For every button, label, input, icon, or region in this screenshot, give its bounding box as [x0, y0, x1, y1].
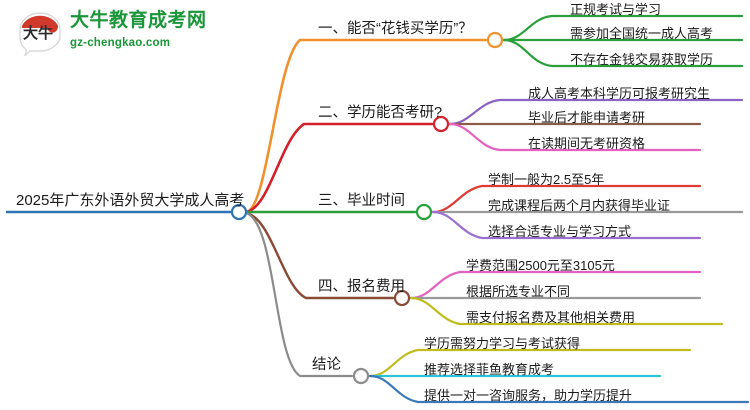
branch-label-5[interactable]: 结论	[312, 357, 341, 373]
branch-node-circle-4[interactable]	[393, 289, 411, 307]
leaf-label-1-3[interactable]: 不存在金钱交易获取学历	[570, 52, 714, 67]
branch-node-circle-1[interactable]	[486, 31, 504, 49]
branch-label-3[interactable]: 三、毕业时间	[318, 193, 405, 209]
branch-trunk-4	[244, 211, 395, 300]
leaf-label-3-1[interactable]: 学制一般为2.5至5年	[488, 172, 605, 187]
branch-trunk-2	[244, 122, 434, 214]
leaf-label-5-1[interactable]: 学历需努力学习与考试获得	[424, 336, 581, 351]
logo-subtitle: gz-chengkao.com	[70, 37, 171, 49]
branch-node-circle-2[interactable]	[432, 115, 450, 133]
leaf-label-3-3[interactable]: 选择合适专业与学习方式	[488, 224, 632, 239]
leaf-label-2-2[interactable]: 毕业后才能申请考研	[528, 110, 646, 125]
svg-text:大牛: 大牛	[23, 24, 53, 42]
leaf-connector-3-3	[431, 210, 702, 240]
logo-title: 大牛教育成考网	[70, 10, 207, 31]
leaf-label-2-3[interactable]: 在读期间无考研资格	[528, 136, 646, 151]
leaf-label-2-1[interactable]: 成人高考本科学历可报考研究生	[528, 86, 711, 101]
leaf-connector-1-3	[502, 38, 744, 68]
branch-trunk-5	[244, 211, 354, 378]
leaf-label-4-1[interactable]: 学费范围2500元至3105元	[466, 258, 615, 273]
branch-node-circle-3[interactable]	[415, 203, 433, 221]
site-logo: 大牛 大牛教育成考网 gz-chengkao.com	[14, 8, 244, 62]
branch-node-circle-5[interactable]	[352, 367, 370, 385]
leaf-label-5-3[interactable]: 提供一对一咨询服务，助力学历提升	[424, 388, 633, 403]
root-node-circle[interactable]	[230, 203, 248, 221]
branch-label-4[interactable]: 四、报名费用	[318, 279, 405, 295]
branch-label-2[interactable]: 二、学历能否考研?	[318, 105, 443, 121]
leaf-label-1-2[interactable]: 需参加全国统一成人高考	[570, 26, 714, 41]
leaf-connector-4-3	[409, 296, 724, 326]
leaf-label-1-1[interactable]: 正规考试与学习	[570, 2, 662, 17]
root-node-label[interactable]: 2025年广东外语外贸大学成人高考	[16, 192, 245, 209]
branch-trunk-1	[244, 38, 488, 214]
leaf-label-5-2[interactable]: 推荐选择菲鱼教育成考	[424, 362, 555, 377]
logo-text: 大牛教育成考网 gz-chengkao.com	[70, 10, 207, 51]
leaf-connector-2-3	[448, 122, 702, 152]
leaf-connector-5-3	[368, 374, 750, 404]
branch-label-1[interactable]: 一、能否“花钱买学历”？	[318, 21, 473, 37]
leaf-label-4-3[interactable]: 需支付报名费及其他相关费用	[466, 310, 636, 325]
leaf-label-3-2[interactable]: 完成课程后两个月内获得毕业证	[488, 198, 671, 213]
speech-bubble-logo-icon: 大牛	[16, 10, 64, 58]
leaf-label-4-2[interactable]: 根据所选专业不同	[466, 284, 571, 299]
